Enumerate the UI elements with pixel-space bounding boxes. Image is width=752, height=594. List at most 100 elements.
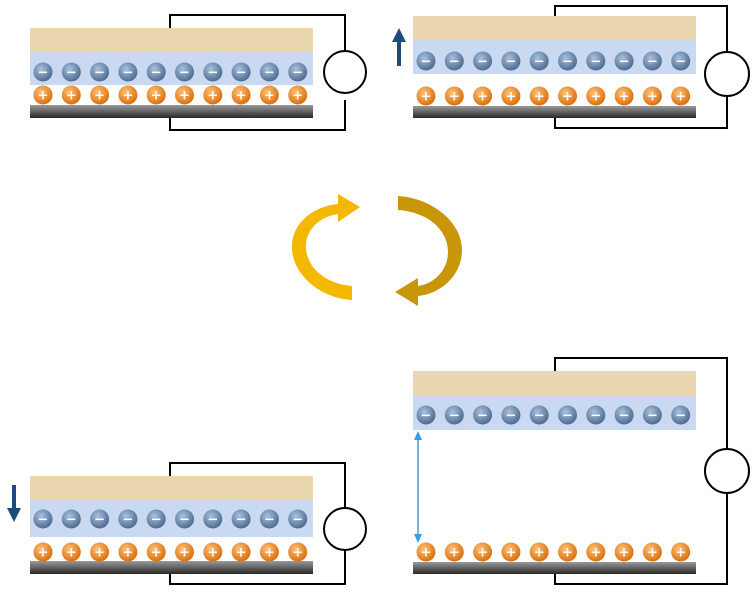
positive-charge — [203, 85, 223, 105]
negative-charge — [259, 62, 279, 82]
cycle-arrows — [291, 194, 462, 306]
panel-max-separation: −−−−−−−−−− ++++++++++ — [413, 357, 750, 585]
negative-charge — [444, 51, 464, 71]
positive-sign: + — [94, 89, 105, 104]
negative-sign: − — [151, 66, 162, 81]
circuit-wire — [554, 357, 728, 585]
negative-sign: − — [647, 55, 658, 70]
negative-sign: − — [38, 513, 49, 528]
positive-sign: + — [151, 546, 162, 561]
negative-charge — [146, 62, 166, 82]
gap-distance-arrow — [414, 431, 422, 543]
positive-charge — [416, 542, 436, 562]
positive-sign: + — [207, 546, 218, 561]
negative-charge — [614, 51, 634, 71]
negative-charge — [529, 405, 549, 425]
negative-sign: − — [38, 66, 49, 81]
positive-charge — [175, 542, 194, 562]
negative-charge — [259, 509, 279, 529]
negative-charge — [33, 509, 53, 529]
negative-sign: − — [179, 513, 190, 528]
negative-charge — [33, 62, 53, 82]
positive-sign: + — [534, 90, 545, 105]
negative-charge — [529, 51, 549, 71]
positive-charge — [288, 85, 308, 105]
positive-sign: + — [38, 546, 49, 561]
negative-charge-row: −−−−−−−−−− — [33, 62, 308, 82]
positive-sign: + — [264, 546, 275, 561]
negative-sign: − — [122, 513, 133, 528]
positive-charge — [90, 542, 110, 562]
load-meter — [704, 448, 750, 494]
top-layer — [413, 16, 696, 39]
negative-charge — [671, 51, 691, 71]
negative-sign: − — [421, 409, 432, 424]
negative-sign: − — [675, 55, 686, 70]
positive-charge-row: ++++++++++ — [33, 542, 308, 562]
positive-charge — [203, 542, 223, 562]
positive-sign: + — [505, 546, 516, 561]
load-meter — [323, 507, 367, 551]
top-layer — [30, 28, 313, 51]
negative-charge — [614, 405, 634, 425]
positive-sign: + — [675, 90, 686, 105]
negative-charge — [416, 51, 436, 71]
negative-sign: − — [505, 409, 516, 424]
negative-sign: − — [66, 513, 77, 528]
negative-charge — [61, 509, 81, 529]
panel-approaching: −−−−−−−−−− ++++++++++ — [7, 462, 367, 585]
positive-sign: + — [562, 546, 573, 561]
positive-charge — [118, 542, 138, 562]
negative-charge-row: −−−−−−−−−− — [33, 509, 308, 529]
positive-charge — [642, 86, 662, 106]
negative-sign: − — [179, 66, 190, 81]
negative-sign: − — [590, 409, 601, 424]
bottom-electrode — [30, 105, 313, 118]
positive-sign: + — [647, 546, 658, 561]
positive-sign: + — [647, 90, 658, 105]
negative-charge — [558, 405, 577, 425]
negative-sign: − — [151, 513, 162, 528]
positive-sign: + — [236, 89, 247, 104]
positive-charge — [642, 542, 662, 562]
load-meter — [323, 50, 367, 94]
positive-sign: + — [477, 546, 488, 561]
negative-charge — [671, 405, 691, 425]
negative-charge — [231, 62, 251, 82]
positive-sign: + — [179, 89, 190, 104]
positive-charge-row: ++++++++++ — [416, 86, 691, 106]
negative-charge — [231, 509, 251, 529]
positive-sign: + — [66, 546, 77, 561]
negative-sign: − — [66, 66, 77, 81]
positive-sign: + — [534, 546, 545, 561]
negative-charge — [473, 51, 493, 71]
positive-sign: + — [122, 546, 133, 561]
negative-charge — [175, 62, 194, 82]
positive-charge — [473, 86, 493, 106]
negative-charge — [473, 405, 493, 425]
negative-sign: − — [449, 55, 460, 70]
cycle-arrow-left — [291, 194, 360, 300]
bottom-electrode — [413, 106, 696, 118]
negative-sign: − — [236, 66, 247, 81]
circuit-wire — [554, 5, 728, 129]
negative-charge — [146, 509, 166, 529]
negative-sign: − — [647, 409, 658, 424]
negative-sign: − — [264, 66, 275, 81]
negative-sign: − — [292, 513, 303, 528]
motion-arrow-down — [7, 485, 21, 522]
negative-sign: − — [449, 409, 460, 424]
negative-charge — [90, 509, 110, 529]
positive-charge — [118, 85, 138, 105]
negative-charge — [203, 509, 223, 529]
negative-sign: − — [207, 513, 218, 528]
positive-charge — [586, 86, 606, 106]
positive-charge — [90, 85, 110, 105]
negative-charge — [416, 405, 436, 425]
negative-charge — [288, 509, 308, 529]
positive-charge — [33, 85, 53, 105]
positive-sign: + — [675, 546, 686, 561]
positive-charge — [416, 86, 436, 106]
positive-charge — [614, 542, 634, 562]
